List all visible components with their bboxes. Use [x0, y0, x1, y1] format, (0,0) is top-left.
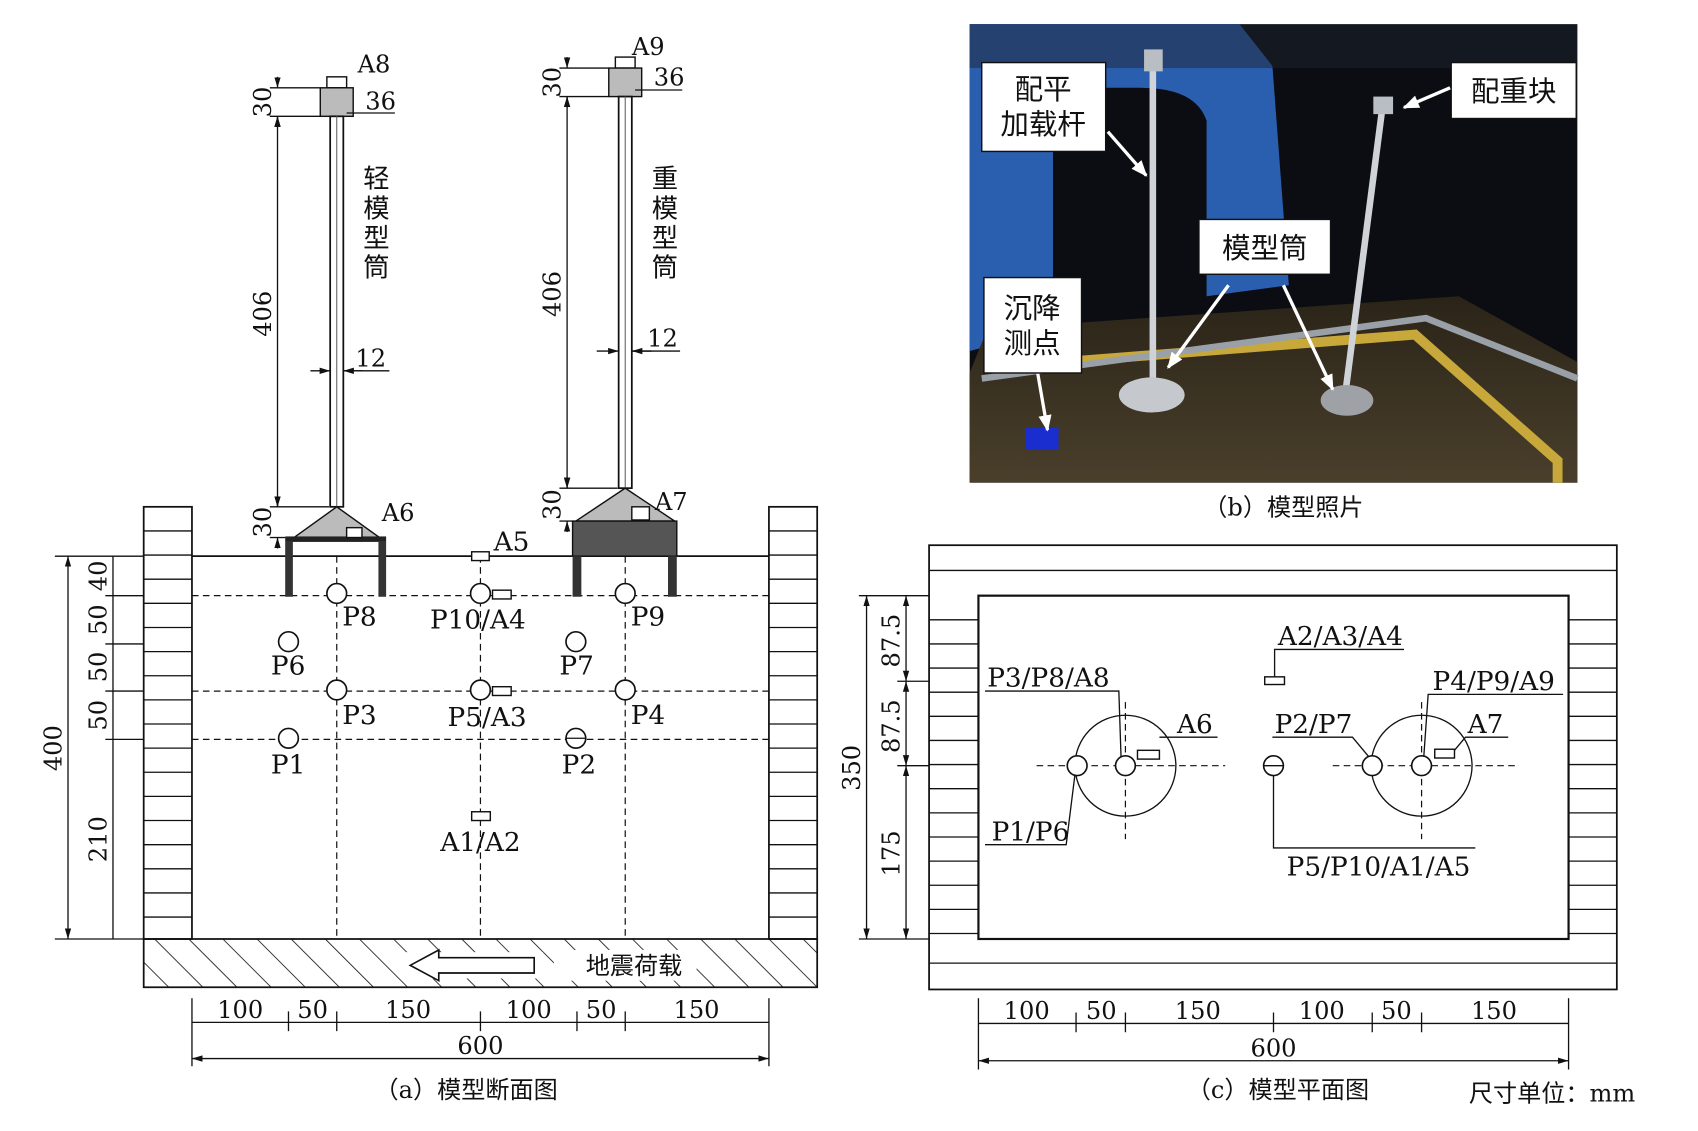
unit-note: 尺寸单位：mm [1469, 1079, 1636, 1107]
width-150-b: 150 [673, 996, 719, 1024]
heavy-rod-diameter: 12 [647, 325, 678, 353]
sensor-p4-label: P4 [631, 701, 665, 731]
callout-rod-line1: 配平 [1015, 73, 1072, 106]
sensor-a7-label: A7 [654, 488, 688, 516]
light-model-dims [269, 76, 390, 549]
depth-50-a: 50 [84, 604, 112, 635]
depth-40: 40 [84, 561, 112, 592]
sensor-p6-label: P6 [271, 652, 305, 682]
sensor-p3-label: P3 [342, 701, 376, 731]
sensor-p7-label: P7 [559, 652, 593, 682]
sensor-a8-label: A8 [357, 50, 391, 78]
plan-width-100-a: 100 [1004, 997, 1050, 1025]
sensor-p2-label: P2 [562, 750, 596, 780]
sensor-p9-label: P9 [631, 602, 665, 632]
sensor-a9-label: A9 [631, 33, 665, 61]
sensor-p1-label: P1 [271, 750, 305, 780]
heavy-cap-height: 30 [539, 67, 567, 98]
pressure-sensors [277, 551, 636, 822]
panel-b-photo: 配平 加载杆 配重块 模型筒 沉降 测点 （b）模型照片 [969, 24, 1579, 522]
total-depth: 400 [39, 725, 67, 771]
depth-50-c: 50 [84, 700, 112, 731]
width-50-a: 50 [297, 996, 328, 1024]
callout-rod-line2: 加载杆 [1000, 108, 1086, 141]
sensor-a5-label: A5 [493, 528, 530, 558]
light-cap-height: 30 [249, 87, 277, 118]
light-rod-diameter: 12 [355, 344, 386, 372]
plan-label-p3-p8-a8: P3/P8/A8 [987, 664, 1109, 694]
plan-width-100-b: 100 [1299, 997, 1345, 1025]
callout-settle-line1: 沉降 [1004, 292, 1061, 325]
load-label: 地震荷载 [586, 952, 683, 980]
plan-width-50-b: 50 [1381, 997, 1412, 1025]
light-rod-length: 406 [249, 291, 277, 337]
heavy-base-height: 30 [539, 489, 567, 520]
sensor-p5-a3-label: P5/A3 [448, 703, 527, 733]
plan-175: 175 [877, 830, 905, 876]
panel-a-section: 地震荷载 A8 36 A6 轻模型筒 A9 36 A7 重模型筒 [39, 33, 819, 1104]
caption-c: （c）模型平面图 [1187, 1076, 1369, 1104]
depth-50-b: 50 [84, 652, 112, 683]
plan-label-a6: A6 [1176, 710, 1213, 740]
plan-87-5-a: 87.5 [877, 614, 905, 668]
plan-width-150-b: 150 [1471, 997, 1517, 1025]
sensor-p10-a4-label: P10/A4 [430, 606, 526, 636]
light-model-bucket [285, 76, 387, 597]
plan-label-a2-a3-a4: A2/A3/A4 [1277, 622, 1403, 652]
heavy-cap-width-label: 36 [654, 64, 685, 92]
plan-label-a7: A7 [1467, 710, 1504, 740]
panel-c-plan: P3/P8/A8 A6 P1/P6 A2/A3/A4 P2/P7 P4/P9/A… [838, 544, 1636, 1107]
plan-label-p5-p10-a1-a5: P5/P10/A1/A5 [1287, 852, 1471, 882]
heavy-model-bucket [571, 56, 678, 597]
caption-a: （a）模型断面图 [375, 1076, 558, 1104]
plan-depth-350: 350 [838, 745, 866, 791]
heavy-model-dims [559, 57, 681, 533]
width-150-a: 150 [385, 996, 431, 1024]
callout-settle-line2: 测点 [1004, 327, 1061, 360]
width-600: 600 [457, 1032, 503, 1060]
horizontal-dims-a [191, 998, 770, 1067]
heavy-rod-length: 406 [539, 271, 567, 317]
cap-width-label: 36 [365, 88, 396, 116]
plan-label-p1-p6: P1/P6 [992, 817, 1070, 847]
plan-width-600: 600 [1250, 1034, 1296, 1062]
sensor-p8-label: P8 [342, 602, 376, 632]
width-100-a: 100 [217, 996, 263, 1024]
light-model-title: 轻模型筒 [358, 165, 389, 283]
plan-87-5-b: 87.5 [877, 699, 905, 753]
plan-label-p2-p7: P2/P7 [1275, 710, 1353, 740]
plan-sensors [1066, 676, 1473, 817]
plan-label-p4-p9-a9: P4/P9/A9 [1433, 667, 1555, 697]
callout-weight: 配重块 [1471, 75, 1557, 108]
depth-dims [54, 555, 144, 940]
depth-210: 210 [84, 816, 112, 862]
caption-b: （b）模型照片 [1203, 494, 1363, 522]
width-100-b: 100 [506, 996, 552, 1024]
load-arrow-icon [408, 948, 536, 983]
heavy-model-title: 重模型筒 [646, 165, 677, 283]
plan-leaders [985, 648, 1564, 849]
sensor-a6-label: A6 [381, 499, 415, 527]
plan-vertical-dims [858, 595, 930, 940]
callout-model: 模型筒 [1222, 232, 1308, 265]
sensor-a1-a2-label: A1/A2 [439, 828, 520, 858]
plan-width-50-a: 50 [1086, 997, 1117, 1025]
plan-width-150-a: 150 [1175, 997, 1221, 1025]
plan-horizontal-dims [977, 998, 1570, 1070]
width-50-b: 50 [586, 996, 617, 1024]
light-base-height: 30 [249, 507, 277, 538]
